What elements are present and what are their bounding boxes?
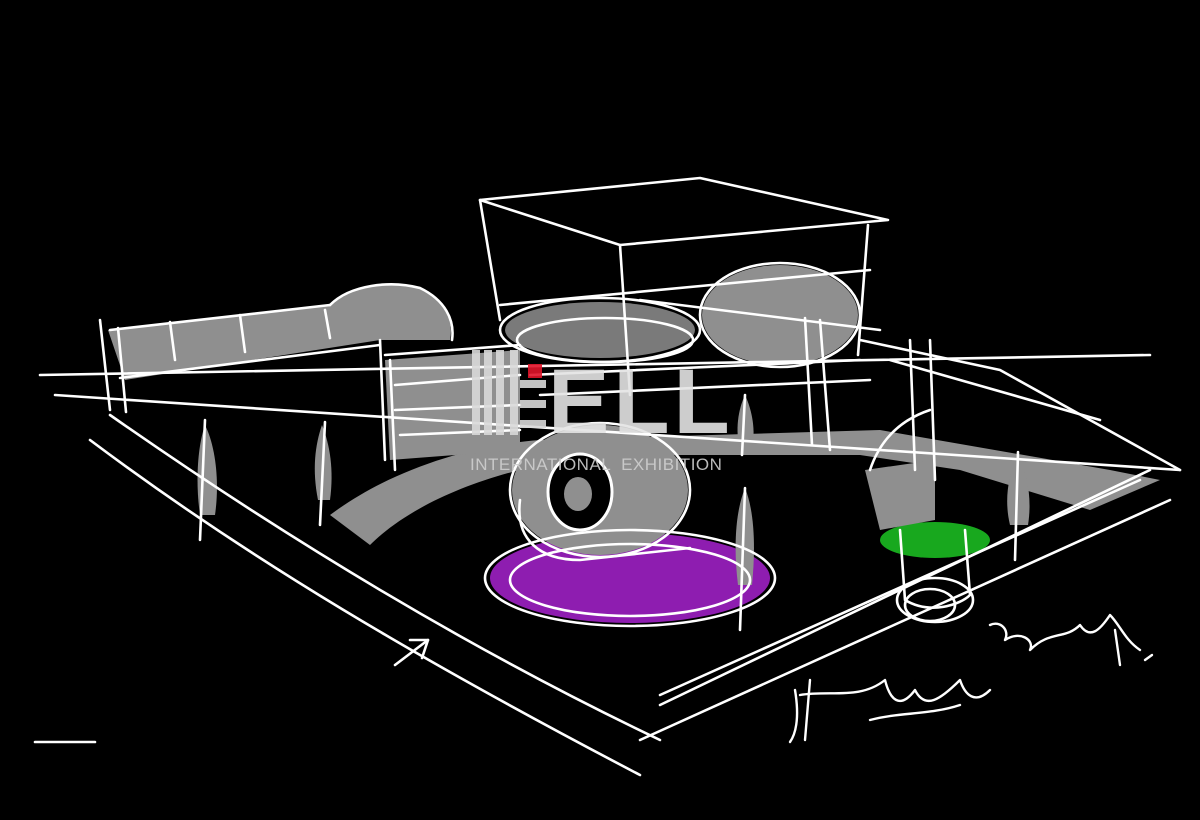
person-figure-3 xyxy=(737,395,754,450)
handwritten-signature xyxy=(788,613,1154,744)
purple-floor-disc xyxy=(490,533,770,623)
sketch-linework xyxy=(33,176,1182,777)
green-floor-disc xyxy=(880,522,990,558)
person-figure-4 xyxy=(1007,455,1030,525)
logo-red-square xyxy=(528,364,542,378)
left-wall-panel xyxy=(108,283,451,380)
person-figure-5 xyxy=(735,488,754,585)
logo-text: ELL xyxy=(548,351,734,453)
cylinder-hole-inner xyxy=(564,477,592,511)
logo-subtitle: INTERNATIONAL EXHIBITION xyxy=(470,455,722,474)
right-kiosk xyxy=(865,460,935,530)
watermark-logo: ELL INTERNATIONAL EXHIBITION xyxy=(470,350,734,474)
ring-ellipse xyxy=(505,302,695,358)
logo-bars-icon xyxy=(472,350,546,435)
ceiling-ellipse xyxy=(702,265,858,365)
